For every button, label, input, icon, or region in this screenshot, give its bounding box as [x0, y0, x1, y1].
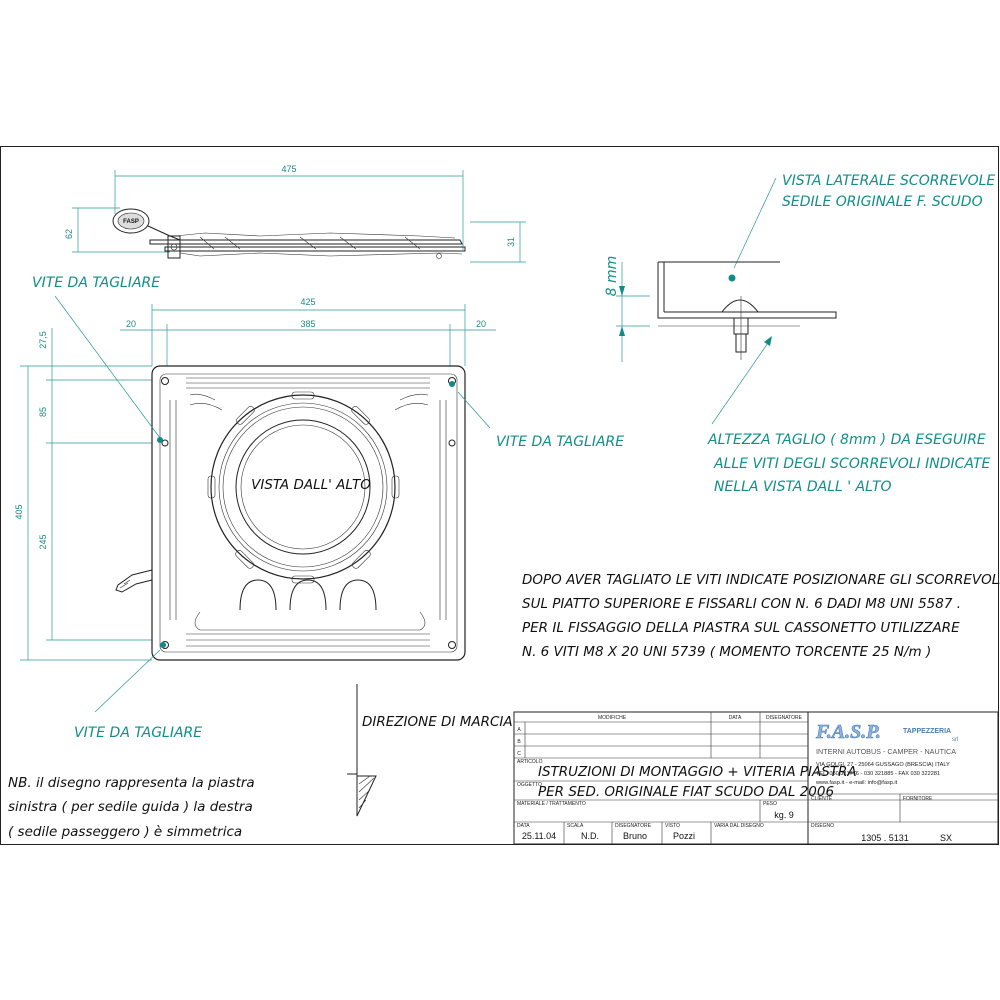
oggetto-label: OGGETTO	[517, 782, 542, 788]
dim-8mm: 8 mm	[604, 256, 620, 297]
row-a: A	[517, 727, 521, 733]
vite-label-top-left: VITE DA TAGLIARE	[32, 275, 160, 291]
varia-label: VARIA DAL DISEGNO	[714, 823, 764, 829]
note-line-2: sinistra ( per sedile guida ) la destra	[8, 799, 253, 815]
cliente-label: CLIENTE	[811, 796, 833, 802]
peso-value: kg. 9	[774, 810, 794, 820]
disegno-value: 1305 . 5131	[861, 833, 909, 843]
company-srl: srl	[952, 737, 958, 743]
instruction-line-1: DOPO AVER TAGLIATO LE VITI INDICATE POSI…	[522, 572, 1000, 588]
side-view: 475 62 31 FASP	[64, 164, 526, 263]
vite-label-bottom-left: VITE DA TAGLIARE	[74, 725, 202, 741]
instruction-line-3: PER IL FISSAGGIO DELLA PIASTRA SUL CASSO…	[522, 620, 960, 636]
disegno-label: DISEGNO	[811, 823, 834, 829]
dim-425: 425	[300, 297, 315, 307]
dim-20-right: 20	[476, 319, 486, 329]
instruction-line-4: N. 6 VITI M8 X 20 UNI 5739 ( MOMENTO TOR…	[522, 644, 931, 660]
company-sub: TAPPEZZERIA	[903, 728, 951, 735]
direzione-label: DIREZIONE DI MARCIA	[362, 714, 513, 730]
scala-label: SCALA	[567, 823, 584, 829]
dim-475: 475	[281, 164, 296, 174]
disegnatore-value: Bruno	[623, 831, 647, 841]
dim-20-left: 20	[126, 319, 136, 329]
cut-screw-markers	[54, 295, 491, 713]
hdr-modifiche: MODIFICHE	[598, 715, 627, 721]
note-line-3: ( sedile passeggero ) è simmetrica	[8, 824, 242, 840]
sheet-border	[0, 146, 999, 845]
fornitore-label: FORNITORE	[903, 796, 933, 802]
dim-62: 62	[64, 229, 74, 239]
top-view: 425 20 385 20 27,5 85 245 405	[14, 297, 496, 661]
articolo-label: ARTICOLO	[517, 759, 543, 765]
row-c: C	[517, 751, 521, 757]
vista-laterale-line1: VISTA LATERALE SCORREVOLE	[782, 173, 995, 189]
data-value: 25.11.04	[522, 831, 556, 841]
company-address: VIA GOLGI, 27 - 25064 GUSSAGO (BRESCIA) …	[816, 762, 950, 768]
scala-value: N.D.	[581, 831, 599, 841]
side-slider-detail: VISTA LATERALE SCORREVOLE SEDILE ORIGINA…	[604, 173, 995, 425]
altezza-line3: NELLA VISTA DALL ' ALTO	[714, 479, 892, 495]
materiale-label: MATERIALE / TRATTAMENTO	[517, 801, 586, 807]
disegnatore-label: DISEGNATORE	[615, 823, 652, 829]
dim-405: 405	[14, 504, 24, 519]
articolo-value: ISTRUZIONI DI MONTAGGIO + VITERIA PIASTR…	[538, 764, 857, 780]
dim-85: 85	[38, 407, 48, 417]
note-line-1: NB. il disegno rappresenta la piastra	[8, 775, 255, 791]
oggetto-value: PER SED. ORIGINALE FIAT SCUDO DAL 2006	[538, 784, 834, 800]
row-b: B	[517, 739, 521, 745]
altezza-line2: ALLE VITI DEGLI SCORREVOLI INDICATE	[713, 456, 991, 472]
dim-385: 385	[300, 319, 315, 329]
peso-label: PESO	[763, 801, 777, 807]
instruction-line-2: SUL PIATTO SUPERIORE E FISSARLI CON N. 6…	[522, 596, 961, 612]
seat-plate-outline	[151, 365, 466, 661]
hdr-data: DATA	[729, 715, 742, 721]
rotation-ring	[210, 394, 396, 580]
vista-alto-label: VISTA DALL' ALTO	[251, 477, 371, 493]
altezza-line1: ALTEZZA TAGLIO ( 8mm ) DA ESEGUIRE	[707, 432, 986, 448]
hdr-disegnatore: DISEGNATORE	[766, 715, 803, 721]
fasp-badge: FASP	[123, 219, 139, 225]
data-label: DATA	[517, 823, 530, 829]
company-logo: F.A.S.P.	[815, 721, 881, 743]
visto-label: VISTO	[665, 823, 680, 829]
dim-27-5: 27,5	[38, 331, 48, 349]
vista-laterale-line2: SEDILE ORIGINALE F. SCUDO	[782, 194, 983, 210]
company-web: www.fasp.it - e-mail: info@fasp.it	[815, 780, 898, 786]
dim-245: 245	[38, 534, 48, 549]
company-phone: TEL. 030 321776 - 030 321885 - FAX 030 3…	[816, 771, 940, 777]
dim-31: 31	[506, 237, 516, 247]
direction-marker	[347, 684, 377, 817]
vite-label-right: VITE DA TAGLIARE	[496, 434, 624, 450]
disegno-suffix: SX	[940, 833, 952, 843]
company-tagline: INTERNI AUTOBUS - CAMPER - NAUTICA	[816, 747, 956, 756]
visto-value: Pozzi	[673, 831, 695, 841]
title-block: MODIFICHE DATA DISEGNATORE A B C ARTICOL…	[513, 711, 999, 845]
